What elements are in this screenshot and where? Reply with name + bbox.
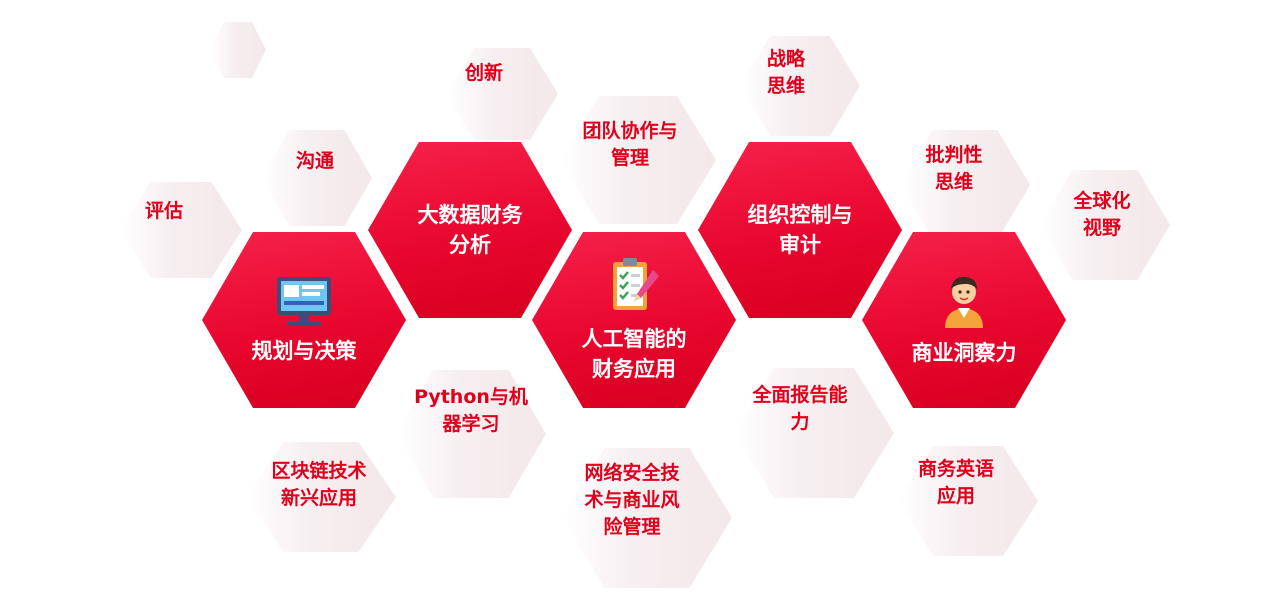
hex-bigdata-analysis: 大数据财务 分析	[368, 142, 572, 318]
skill-label-reporting: 全面报告能 力	[752, 384, 848, 433]
ghost-hex	[120, 182, 242, 278]
skill-label-cybersecurity: 网络安全技 术与商业风 险管理	[584, 462, 680, 538]
ghost-hex	[396, 370, 546, 498]
skill-label-zhanlue: 战略 思维	[766, 48, 805, 97]
hex-planning-label: 规划与决策	[251, 339, 357, 363]
skill-label-blockchain: 区块链技术 新兴应用	[271, 460, 367, 509]
skill-label-goutong: 沟通	[295, 150, 334, 172]
skill-label-business-english: 商务英语 应用	[917, 458, 994, 507]
skill-label-pipan: 批判性 思维	[925, 144, 983, 193]
hex-business-insight: 商业洞察力	[862, 232, 1066, 408]
clipboard-pencil-icon	[613, 258, 659, 310]
graduate-person-icon	[945, 276, 983, 328]
hex-ai-label: 人工智能的 财务应用	[581, 327, 687, 381]
ghost-hex	[262, 130, 372, 226]
hex-control-audit: 组织控制与 审计	[698, 142, 902, 318]
monitor-chart-icon	[277, 277, 331, 326]
skill-label-tuandui: 团队协作与 管理	[582, 120, 678, 169]
ghost-hex	[900, 130, 1030, 240]
hex-insight-label: 商业洞察力	[911, 341, 1017, 365]
hex-ai-finance: 人工智能的 财务应用	[532, 232, 736, 408]
skill-label-quanqiu: 全球化 视野	[1073, 190, 1131, 239]
skill-label-chuangxin: 创新	[464, 62, 503, 84]
ghost-hex	[734, 368, 894, 498]
hex-planning-decision: 规划与决策	[202, 232, 406, 408]
hex-control-label: 组织控制与 审计	[747, 203, 853, 257]
ghost-hex	[210, 22, 266, 78]
skill-label-pinggu: 评估	[144, 200, 183, 222]
hex-bigdata-label: 大数据财务 分析	[417, 203, 523, 257]
skill-label-python: Python与机 器学习	[414, 386, 528, 435]
